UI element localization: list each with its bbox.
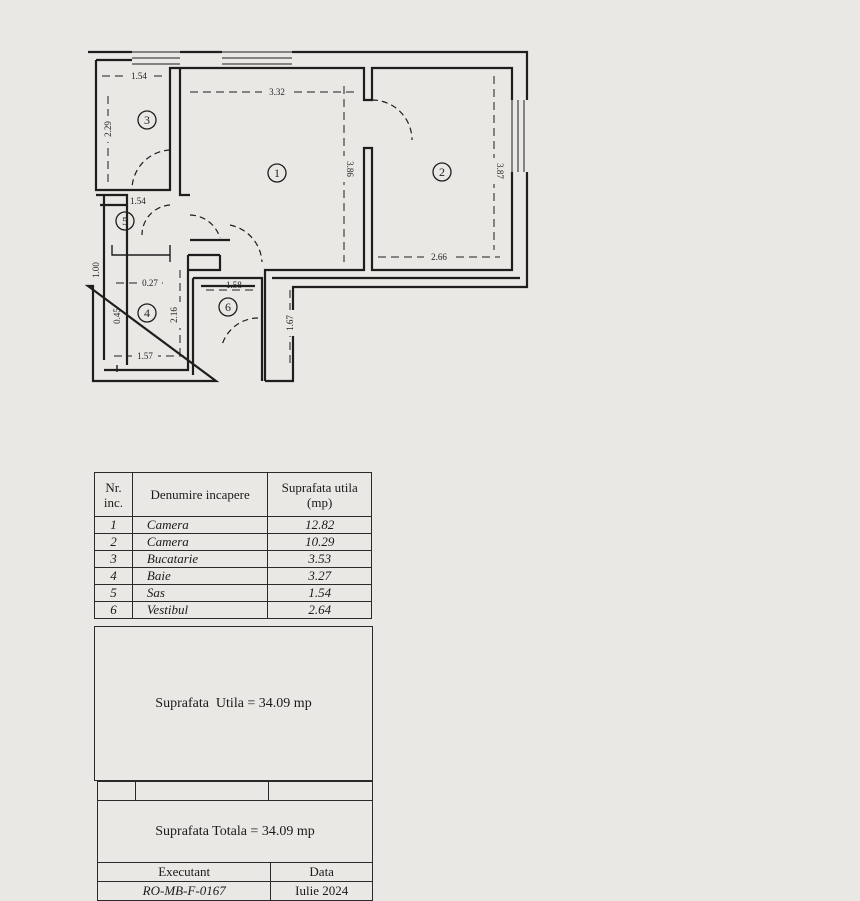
row-name: Vestibul	[131, 601, 269, 619]
rooms-table: Nr. inc. Denumire incapere Suprafata uti…	[94, 472, 372, 619]
blank-cell	[134, 781, 270, 801]
table-row: 6 Vestibul 2.64	[94, 601, 372, 619]
room-number-2: 2	[439, 165, 445, 179]
row-area: 1.54	[267, 584, 372, 602]
blank-cell	[97, 781, 136, 801]
executant-value: RO-MB-F-0167	[96, 881, 272, 901]
dim-room4-step: 0.27	[142, 278, 158, 288]
table-row: 4 Baie 3.27	[94, 567, 372, 585]
useful-area-text: Suprafata Utila = 34.09 mp	[94, 626, 373, 781]
footer-table: Executant Data RO-MB-F-0167 Iulie 2024	[96, 862, 373, 901]
table-row: 5 Sas 1.54	[94, 584, 372, 602]
table-header-row: Nr. inc. Denumire incapere Suprafata uti…	[94, 472, 372, 517]
dim-room2-width: 2.66	[431, 252, 447, 262]
row-area: 3.27	[267, 567, 372, 585]
date-value: Iulie 2024	[270, 881, 373, 901]
row-nr: 1	[94, 516, 133, 534]
row-name: Baie	[131, 567, 269, 585]
room-number-1: 1	[274, 166, 280, 180]
row-area: 3.53	[267, 550, 372, 568]
total-area-block: Suprafata Totala = 34.09 mp	[97, 800, 373, 863]
executant-label: Executant	[96, 862, 272, 882]
header-name: Denumire incapere	[131, 472, 269, 517]
dim-room4-left: 0.45	[112, 308, 122, 324]
table-row: 3 Bucatarie 3.53	[94, 550, 372, 568]
dim-room3-width: 1.54	[131, 71, 147, 81]
dim-room1-width: 3.32	[269, 87, 285, 97]
dim-room3-height: 2.29	[103, 121, 113, 137]
room-number-6: 6	[225, 300, 231, 314]
row-nr: 5	[94, 584, 133, 602]
row-area: 10.29	[267, 533, 372, 551]
row-nr: 4	[94, 567, 133, 585]
dim-room6-height: 1.67	[285, 315, 295, 331]
header-area: Suprafata utila (mp)	[267, 472, 372, 517]
room-number-3: 3	[144, 113, 150, 127]
blank-cell	[268, 781, 373, 801]
total-area-text: Suprafata Totala = 34.09 mp	[97, 800, 373, 863]
dim-room2-height: 3.87	[495, 163, 505, 179]
row-name: Camera	[131, 516, 269, 534]
dim-room1-height: 3.86	[345, 161, 355, 177]
room-number-4: 4	[144, 306, 150, 320]
dim-room5-width: 1.54	[130, 196, 146, 206]
dim-room6-width: 1.58	[226, 280, 242, 290]
date-label: Data	[270, 862, 373, 882]
dim-room4-width: 1.57	[137, 351, 153, 361]
table-row: 2 Camera 10.29	[94, 533, 372, 551]
header-nr: Nr. inc.	[94, 472, 133, 517]
room-number-5: 5	[122, 214, 128, 228]
row-area: 2.64	[267, 601, 372, 619]
table-row: 1 Camera 12.82	[94, 516, 372, 534]
row-area: 12.82	[267, 516, 372, 534]
dim-room5-height: 1.00	[91, 262, 101, 278]
floor-plan: 1 2 3 4 5 6 3.32 3.86 2.66 3.87 1.54 2.2…	[84, 50, 529, 383]
row-name: Sas	[131, 584, 269, 602]
row-nr: 2	[94, 533, 133, 551]
separator-row	[97, 781, 373, 801]
dim-room4-height: 2.16	[169, 307, 179, 323]
row-name: Camera	[131, 533, 269, 551]
useful-area-block: Suprafata Utila = 34.09 mp	[94, 626, 373, 781]
row-nr: 3	[94, 550, 133, 568]
row-name: Bucatarie	[131, 550, 269, 568]
row-nr: 6	[94, 601, 133, 619]
